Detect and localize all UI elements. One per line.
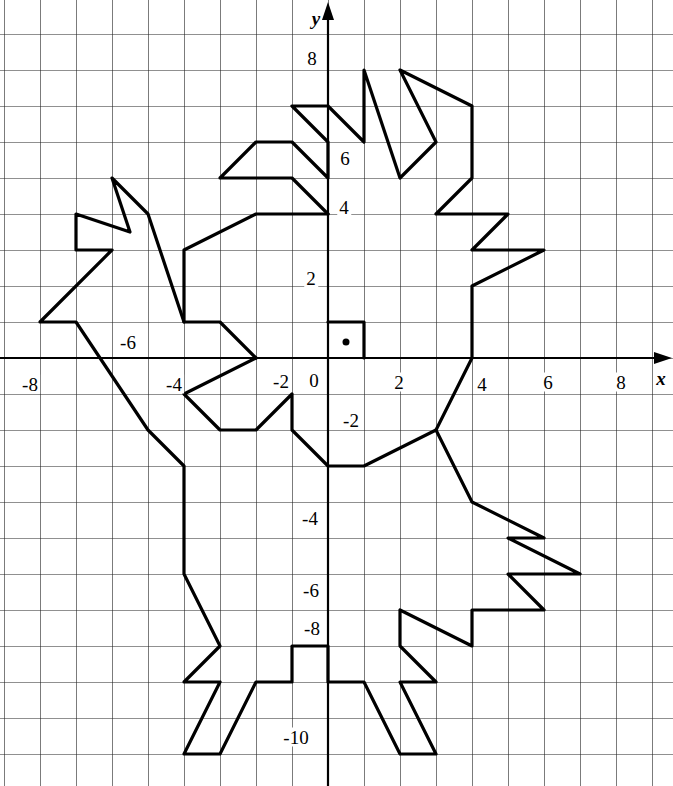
- axis-number: -6: [301, 581, 321, 600]
- axis-number: 8: [305, 49, 319, 68]
- head-line: [184, 214, 328, 322]
- x-arrow: [654, 352, 672, 364]
- axis-number: 4: [337, 198, 351, 217]
- axis-name: y: [310, 9, 322, 28]
- axis-number: -2: [341, 411, 361, 430]
- axis-number: 2: [304, 269, 318, 288]
- axis-number: 4: [475, 375, 489, 394]
- axis-number: 6: [541, 373, 555, 392]
- axis-name: x: [654, 369, 668, 388]
- wing-line: [184, 358, 436, 466]
- axis-number: -4: [300, 509, 320, 528]
- axis-number: 8: [614, 373, 628, 392]
- axis-number: -6: [118, 333, 138, 352]
- eye-frame: [328, 322, 364, 358]
- axis-number: -2: [271, 372, 291, 391]
- axis-number: 2: [392, 373, 406, 392]
- axis-number: -8: [302, 619, 322, 638]
- rooster-figure: [40, 70, 580, 754]
- axis-number: -8: [20, 375, 40, 394]
- axis-number: 0: [307, 371, 321, 390]
- y-arrow: [322, 2, 334, 20]
- axis-number: 6: [338, 149, 352, 168]
- axis-number: -10: [281, 728, 310, 747]
- eye-dot: [343, 339, 350, 346]
- axis-number: -4: [164, 375, 184, 394]
- rooster-outline: [40, 70, 580, 754]
